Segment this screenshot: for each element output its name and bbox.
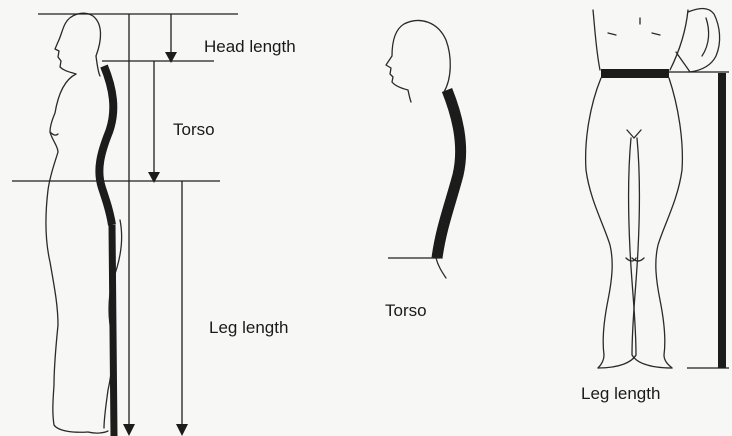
side-view-figure: [12, 13, 238, 436]
side-figure-leg-line: [112, 225, 114, 436]
torso-label-side: Torso: [173, 121, 215, 138]
side-figure-foot: [88, 431, 108, 433]
front-figure-chest-mark-left: [608, 33, 616, 35]
front-view-figure: [586, 9, 729, 369]
side-figure-neck-back: [96, 56, 100, 76]
torso-profile-hip-curve: [436, 258, 446, 278]
front-figure-arm-inner: [702, 18, 709, 56]
front-figure-right-leg-inner: [632, 138, 672, 368]
front-figure-crotch-detail: [627, 130, 641, 138]
leg-length-label-front: Leg length: [581, 385, 660, 402]
head-length-label: Head length: [204, 38, 296, 55]
front-figure-left-leg-outer: [586, 78, 613, 368]
leg-length-measure-bar: [718, 73, 726, 368]
torso-profile-figure: [386, 21, 461, 278]
side-figure-front-outline: [46, 74, 88, 432]
leg-length-label-side: Leg length: [209, 319, 288, 336]
front-figure-left-side: [593, 10, 600, 70]
front-figure-right-leg-outer: [656, 78, 683, 368]
total-height-arrowhead-icon: [123, 424, 135, 436]
side-figure-head-outline: [55, 13, 101, 74]
torso-profile-spine-curve: [437, 90, 461, 258]
side-figure-spine-curve: [99, 66, 113, 225]
waist-band: [601, 69, 669, 78]
torso-label-profile: Torso: [385, 302, 427, 319]
front-figure-chest-mark-right: [652, 33, 660, 35]
leg-length-arrowhead-icon: [176, 424, 188, 436]
torso-profile-head-outline: [386, 21, 450, 102]
front-figure-right-side: [670, 10, 688, 70]
